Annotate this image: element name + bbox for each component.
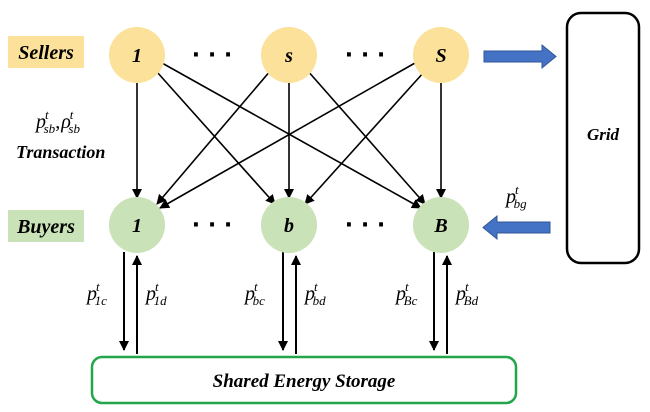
buyer-node-1-label: 1 — [132, 215, 142, 237]
arrow-sS-b1 — [159, 62, 416, 209]
block-arrow-left-icon — [482, 214, 551, 241]
grid-box — [565, 11, 641, 265]
seller-node-S-label: S — [435, 45, 446, 67]
buyer-dots-left: · · · — [192, 213, 232, 238]
storage-box — [90, 355, 518, 405]
seller-dots-left: · · · — [192, 43, 232, 68]
arrow-sS-bb — [304, 71, 425, 205]
buyer-node-b: b — [261, 197, 317, 253]
block-arrow-right-icon — [483, 43, 557, 70]
buyer-node-B-label: B — [433, 215, 447, 237]
grid-label: Grid — [587, 125, 620, 144]
seller-node-s: s — [261, 27, 317, 83]
sellers-label-box — [8, 36, 84, 68]
storage-label: Shared Energy Storage — [213, 371, 396, 392]
arrow-s1-bB — [161, 62, 422, 209]
buyer-dots-right: · · · — [345, 213, 385, 238]
seller-node-s-label: s — [284, 45, 293, 67]
buyers-label-box — [8, 210, 84, 242]
buyer-node-B: B — [413, 197, 469, 253]
buyers-label: Buyers — [16, 216, 75, 238]
seller-dots-right: · · · — [345, 43, 385, 68]
buyer-node-b-label: b — [284, 215, 294, 237]
arrow-ss-b1 — [156, 69, 272, 205]
seller-node-1-label: 1 — [132, 45, 142, 67]
seller-node-S: S — [413, 27, 469, 83]
storage-arrows — [119, 252, 452, 354]
buyer-node-1: 1 — [109, 197, 165, 253]
transaction-arrows — [132, 62, 446, 209]
transaction-label: Transaction — [16, 142, 105, 162]
seller-node-1: 1 — [109, 27, 165, 83]
sellers-label: Sellers — [18, 42, 74, 64]
arrow-s1-bb — [156, 71, 276, 205]
